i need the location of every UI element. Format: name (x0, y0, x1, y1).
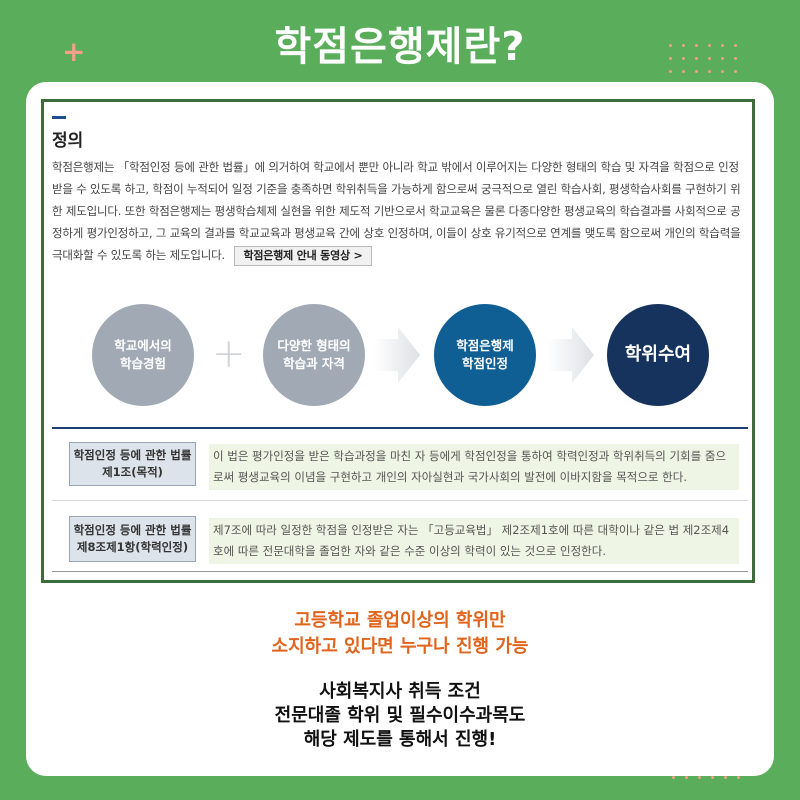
flow-step-school-learning: 학교에서의 학습경험 (92, 304, 194, 406)
law-label-text: 학점인정 등에 관한 법률 제1조(목적) (73, 448, 192, 479)
video-guide-button[interactable]: 학점은행제 안내 동영상 > (234, 246, 372, 266)
eligibility-text: 고등학교 졸업이상의 학위만 소지하고 있다면 누구나 진행 가능 (0, 608, 800, 660)
screenshot-frame: 정의 학점은행제는 「학점인정 등에 관한 법률」에 의거하여 학교에서 뿐만 … (41, 99, 755, 583)
law-text: 제7조에 따라 일정한 학점을 인정받은 자는 「고등교육법」 제2조제1호에 … (209, 518, 739, 564)
plus-icon: + (212, 331, 246, 377)
flow-step-credit-recognition: 학점은행제 학점인정 (434, 304, 536, 406)
divider (52, 500, 748, 501)
eligibility-line: 고등학교 졸업이상의 학위만 (294, 610, 506, 631)
divider (52, 571, 748, 572)
flow-step-label: 다양한 형태의 학습과 자격 (277, 338, 351, 371)
definition-body: 학점은행제는 「학점인정 등에 관한 법률」에 의거하여 학교에서 뿐만 아니라… (52, 160, 741, 262)
law-text: 이 법은 평가인정을 받은 학습과정을 마친 자 등에게 학점인정을 통하여 학… (209, 444, 739, 490)
dots-decoration-icon (669, 44, 737, 73)
flow-step-degree-award: 학위수여 (607, 304, 709, 406)
flow-step-label: 학교에서의 학습경험 (114, 338, 172, 371)
law-label-text: 학점인정 등에 관한 법률 제8조제1항(학력인정) (73, 523, 192, 554)
eligibility-line: 소지하고 있다면 누구나 진행 가능 (271, 636, 529, 657)
dots-decoration-icon (672, 776, 740, 779)
definition-text: 학점은행제는 「학점인정 등에 관한 법률」에 의거하여 학교에서 뿐만 아니라… (52, 156, 744, 266)
law-label: 학점인정 등에 관한 법률 제8조제1항(학력인정) (69, 516, 196, 562)
condition-line: 사회복지사 취득 조건 (319, 681, 481, 702)
flow-step-various-learning: 다양한 형태의 학습과 자격 (263, 304, 365, 406)
arrow-right-icon (374, 327, 420, 383)
arrow-right-icon (548, 327, 594, 383)
condition-line: 전문대졸 학위 및 필수이수과목도 (274, 705, 526, 726)
heading-accent-bar (52, 116, 66, 119)
divider (52, 427, 748, 429)
flow-step-label: 학위수여 (624, 344, 692, 365)
law-label: 학점인정 등에 관한 법률 제1조(목적) (69, 442, 196, 486)
plus-decoration-icon: + (62, 35, 86, 68)
definition-heading: 정의 (52, 131, 84, 151)
condition-line: 해당 제도를 통해서 진행! (303, 729, 497, 750)
condition-text: 사회복지사 취득 조건 전문대졸 학위 및 필수이수과목도 해당 제도를 통해서… (0, 680, 800, 752)
flow-step-label: 학점은행제 학점인정 (456, 338, 514, 371)
page-title: 학점은행제란? (274, 24, 526, 70)
